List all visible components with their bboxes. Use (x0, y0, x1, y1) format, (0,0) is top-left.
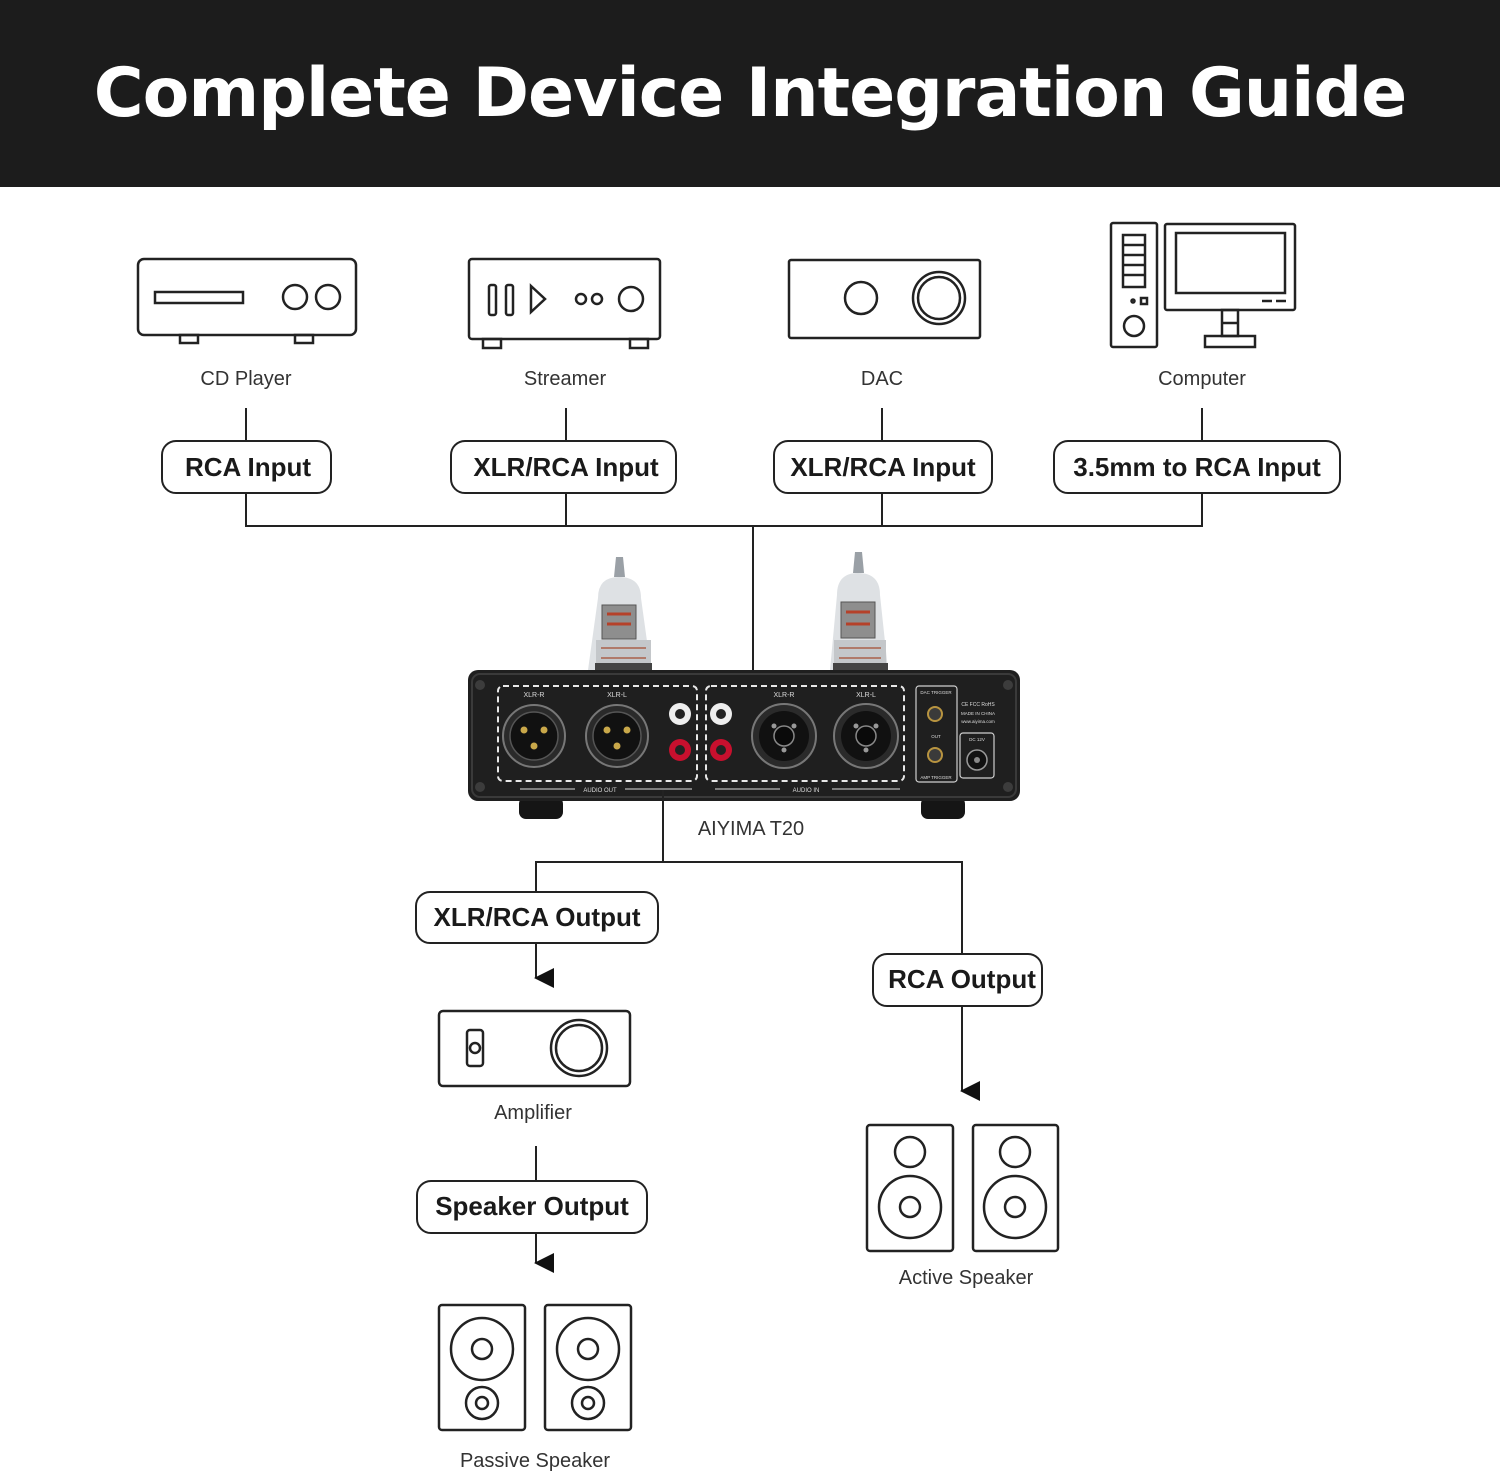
connection-pill-rca-input: RCA Input (161, 440, 332, 494)
page-title: Complete Device Integration Guide (93, 53, 1408, 133)
device-label-aiyima-t20: AIYIMA T20 (698, 818, 804, 840)
svg-text:XLR/RCA Output: XLR/RCA Output (434, 902, 641, 932)
connection-pill-xlr-rca-output: XLR/RCA Output (415, 891, 659, 944)
device-label-passive-speaker: Passive Speaker (460, 1450, 610, 1472)
source-label-computer: Computer (1158, 368, 1246, 390)
svg-text:XLR/RCA Input: XLR/RCA Input (473, 452, 659, 482)
connection-pill-3-5mm-to-rca-input: 3.5mm to RCA Input (1053, 440, 1341, 494)
source-label-streamer: Streamer (524, 368, 607, 390)
device-label-amplifier: Amplifier (494, 1102, 572, 1124)
source-label-cd-player: CD Player (200, 368, 291, 390)
svg-text:XLR-L: XLR-L (607, 692, 627, 699)
connection-pill-rca-output: RCA Output (872, 953, 1043, 1007)
combo-input-connector-right (751, 703, 817, 769)
xlr-output-connector-right (502, 704, 566, 768)
dac-icon (787, 258, 982, 340)
svg-text:XLR-R: XLR-R (773, 692, 794, 699)
device-label-active-speaker: Active Speaker (899, 1267, 1034, 1289)
svg-text:XLR/RCA Input: XLR/RCA Input (790, 452, 976, 482)
vacuum-tube-right (830, 552, 888, 670)
svg-text:AUDIO IN: AUDIO IN (793, 788, 820, 794)
amplifier-icon (437, 1009, 632, 1088)
svg-text:DAC TRIGGER: DAC TRIGGER (920, 690, 952, 695)
svg-text:AUDIO OUT: AUDIO OUT (583, 788, 617, 794)
title-banner: Complete Device Integration Guide (0, 0, 1500, 187)
svg-text:DC 12V: DC 12V (969, 737, 985, 742)
vacuum-tube-left (588, 557, 652, 670)
svg-text:XLR-L: XLR-L (856, 692, 876, 699)
source-label-dac: DAC (861, 368, 903, 390)
connection-pill-xlr-rca-input-dac: XLR/RCA Input (773, 440, 993, 494)
svg-text:Speaker Output: Speaker Output (435, 1191, 629, 1221)
svg-text:OUT: OUT (931, 734, 941, 739)
passive-speaker-icon (437, 1303, 633, 1432)
input-wiring (245, 408, 1203, 670)
active-speaker-icon (865, 1123, 1060, 1253)
aiyima-t20-device: XLR-R XLR-L XLR-R XLR-L AUDIO OUT AUDIO … (468, 552, 1020, 819)
svg-text:www.aiyima.com: www.aiyima.com (961, 719, 995, 724)
svg-text:RCA Output: RCA Output (888, 964, 1036, 994)
rca-input-jacks (710, 703, 732, 761)
streamer-icon (467, 257, 662, 350)
computer-icon (1109, 221, 1297, 349)
cd-player-icon (136, 257, 358, 345)
svg-text:MADE IN CHINA: MADE IN CHINA (961, 711, 995, 716)
connection-pill-speaker-output: Speaker Output (416, 1180, 648, 1234)
svg-text:3.5mm to RCA Input: 3.5mm to RCA Input (1073, 452, 1321, 482)
connection-pill-xlr-rca-input-streamer: XLR/RCA Input (450, 440, 677, 494)
svg-text:AMP TRIGGER: AMP TRIGGER (920, 775, 952, 780)
svg-text:XLR-R: XLR-R (523, 692, 544, 699)
svg-text:RCA Input: RCA Input (185, 452, 311, 482)
svg-text:CE FCC RoHS: CE FCC RoHS (961, 702, 995, 708)
combo-input-connector-left (833, 703, 899, 769)
xlr-output-connector-left (585, 704, 649, 768)
output-wiring (534, 790, 980, 1273)
rca-output-jacks (669, 703, 691, 761)
